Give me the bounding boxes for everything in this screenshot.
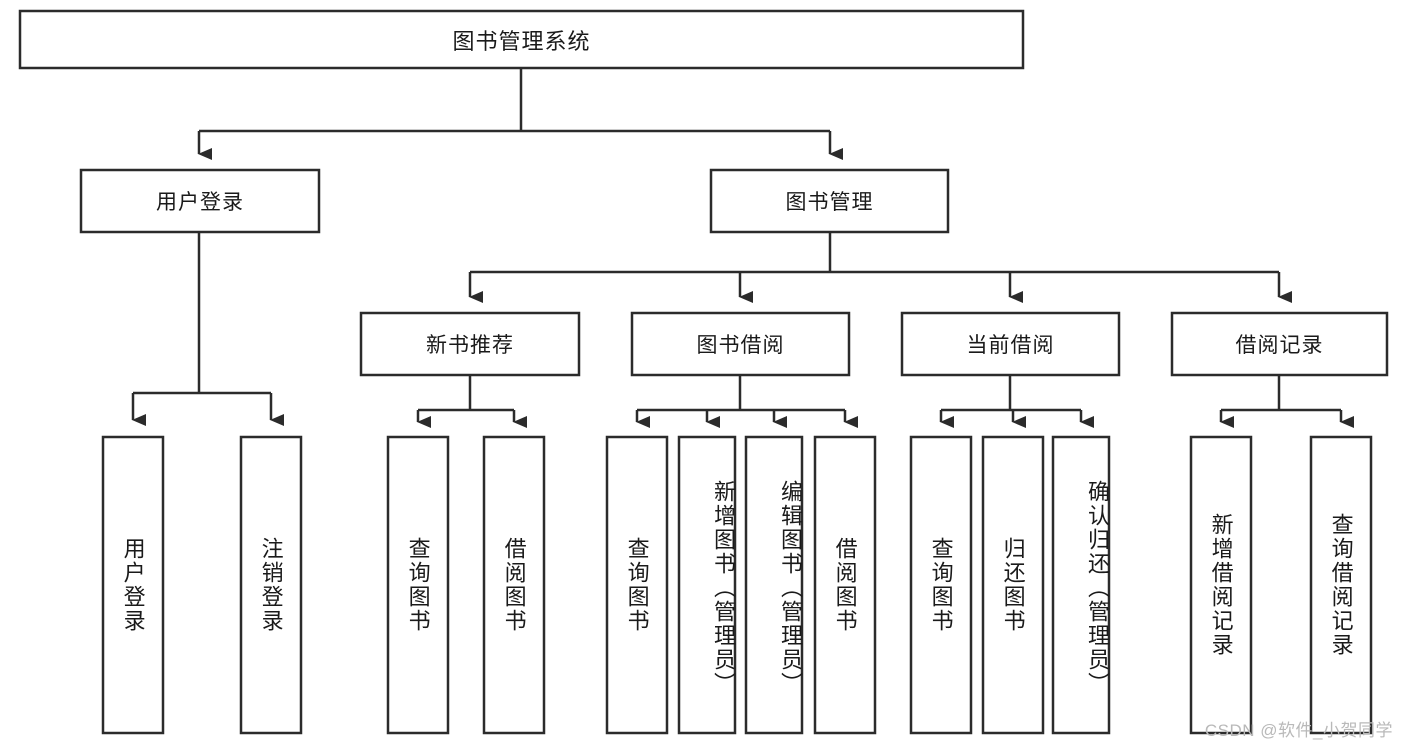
connector-root-to-level2 bbox=[197, 68, 843, 160]
node-root-book-management-system[interactable] bbox=[18, 9, 1025, 70]
leaf-box-query-borrow-record[interactable] bbox=[1309, 435, 1373, 735]
leaf-box-borrow-book-recommend[interactable] bbox=[482, 435, 546, 735]
connector-borrow-record-to-leaves bbox=[1219, 375, 1354, 428]
leaf-box-query-book-current[interactable] bbox=[909, 435, 973, 735]
connector-user-login-to-leaves bbox=[131, 232, 284, 426]
connector-current-borrow-to-leaves bbox=[939, 375, 1094, 428]
leaf-box-add-borrow-record[interactable] bbox=[1189, 435, 1253, 735]
connector-book-borrow-to-leaves bbox=[635, 375, 858, 428]
leaf-box-borrow-book[interactable] bbox=[813, 435, 877, 735]
node-current-borrow[interactable] bbox=[900, 311, 1121, 377]
leaf-box-query-book-borrow[interactable] bbox=[605, 435, 669, 735]
node-borrow-record[interactable] bbox=[1170, 311, 1389, 377]
node-user-login[interactable] bbox=[79, 168, 321, 234]
node-new-book-recommend[interactable] bbox=[359, 311, 581, 377]
leaf-box-logout[interactable] bbox=[239, 435, 303, 735]
leaf-box-confirm-return-admin[interactable] bbox=[1051, 435, 1111, 735]
node-book-management[interactable] bbox=[709, 168, 950, 234]
node-book-borrow[interactable] bbox=[630, 311, 851, 377]
leaf-box-edit-book-admin[interactable] bbox=[744, 435, 804, 735]
leaf-box-query-book-recommend[interactable] bbox=[386, 435, 450, 735]
leaf-box-user-login[interactable] bbox=[101, 435, 165, 735]
leaf-box-add-book-admin[interactable] bbox=[677, 435, 737, 735]
leaf-box-return-book[interactable] bbox=[981, 435, 1045, 735]
connector-new-book-recommend-to-leaves bbox=[416, 375, 527, 428]
connector-book-management-to-level3 bbox=[468, 232, 1292, 303]
